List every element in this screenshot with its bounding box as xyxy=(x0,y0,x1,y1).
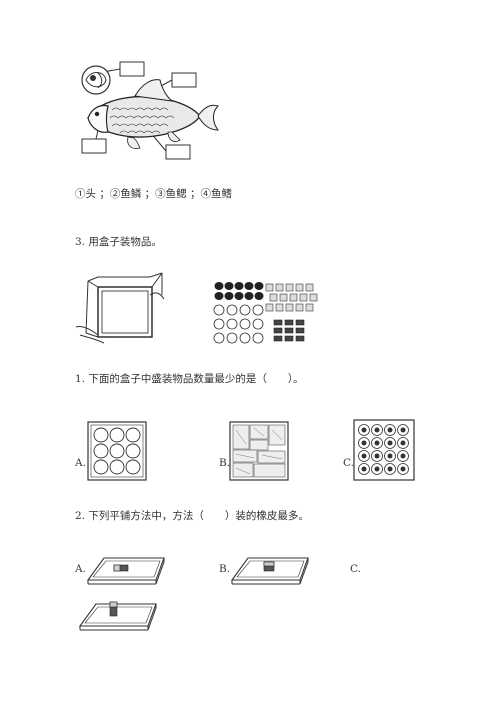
q1-option-b-label: B. xyxy=(219,457,231,469)
q2-option-b-label: B. xyxy=(219,563,231,575)
gill-detail-circle xyxy=(81,65,111,95)
fish-part-labels: ①头 ；②鱼鳞 ；③鱼鳃 ；④鱼鳍 xyxy=(75,188,233,200)
q2-option-b-tray[interactable] xyxy=(230,556,320,586)
q2-option-c-tray[interactable] xyxy=(78,600,168,636)
q1-option-c-box[interactable] xyxy=(353,419,416,482)
white-coins-group xyxy=(213,304,264,344)
q2-option-a-tray[interactable] xyxy=(86,556,176,586)
q2-option-a-label: A. xyxy=(75,563,86,575)
label-box-bottom-left xyxy=(81,138,107,154)
q1-option-a-label: A. xyxy=(75,457,86,469)
q1-option-b-box[interactable] xyxy=(229,421,290,482)
label-box-top-left xyxy=(119,61,145,77)
question-1-text: 1. 下面的盒子中盛装物品数量最少的是（ ）。 xyxy=(75,373,304,385)
black-buttons-group xyxy=(214,282,264,300)
section-3-title: 3. 用盒子装物品。 xyxy=(75,236,162,248)
dorsal-fin xyxy=(134,79,174,102)
fish-illustration xyxy=(81,61,219,160)
cubes-group xyxy=(265,283,318,312)
q1-option-a-box[interactable] xyxy=(87,421,148,482)
question-2-text: 2. 下列平铺方法中，方法（ ）装的橡皮最多。 xyxy=(75,510,309,522)
label-box-top-right xyxy=(171,72,197,88)
q2-option-c-label: C. xyxy=(350,563,361,575)
tail-fin xyxy=(197,104,219,131)
q1-option-c-label: C. xyxy=(343,457,354,469)
dark-blocks-group xyxy=(273,319,305,342)
label-box-bottom-right xyxy=(165,144,191,160)
open-box-illustration xyxy=(75,272,165,344)
objects-illustration xyxy=(213,282,318,344)
